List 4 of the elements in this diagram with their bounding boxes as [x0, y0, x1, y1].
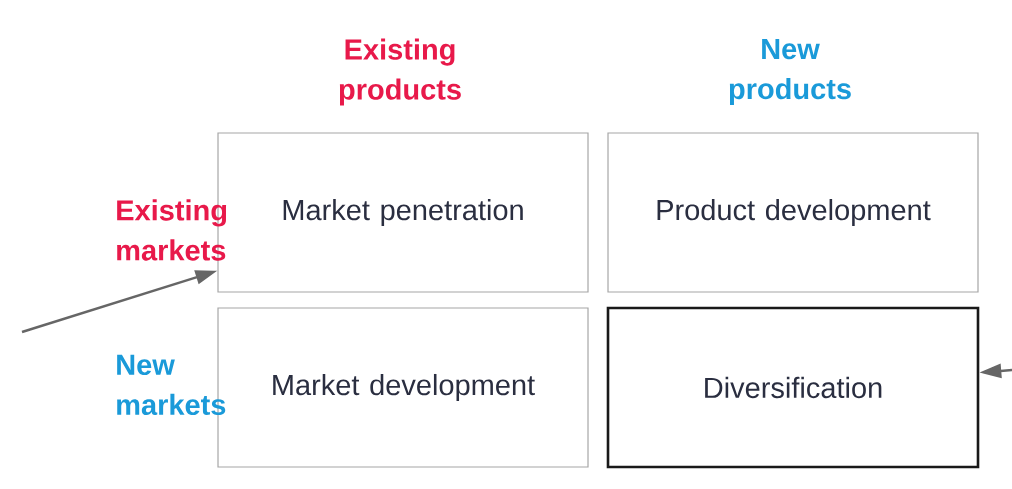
axis-heading: New products	[729, 39, 851, 105]
axis-heading: Existing products	[339, 38, 461, 106]
strategy-box: Diversification	[606, 306, 980, 469]
strategy-box: Product development	[607, 132, 979, 293]
